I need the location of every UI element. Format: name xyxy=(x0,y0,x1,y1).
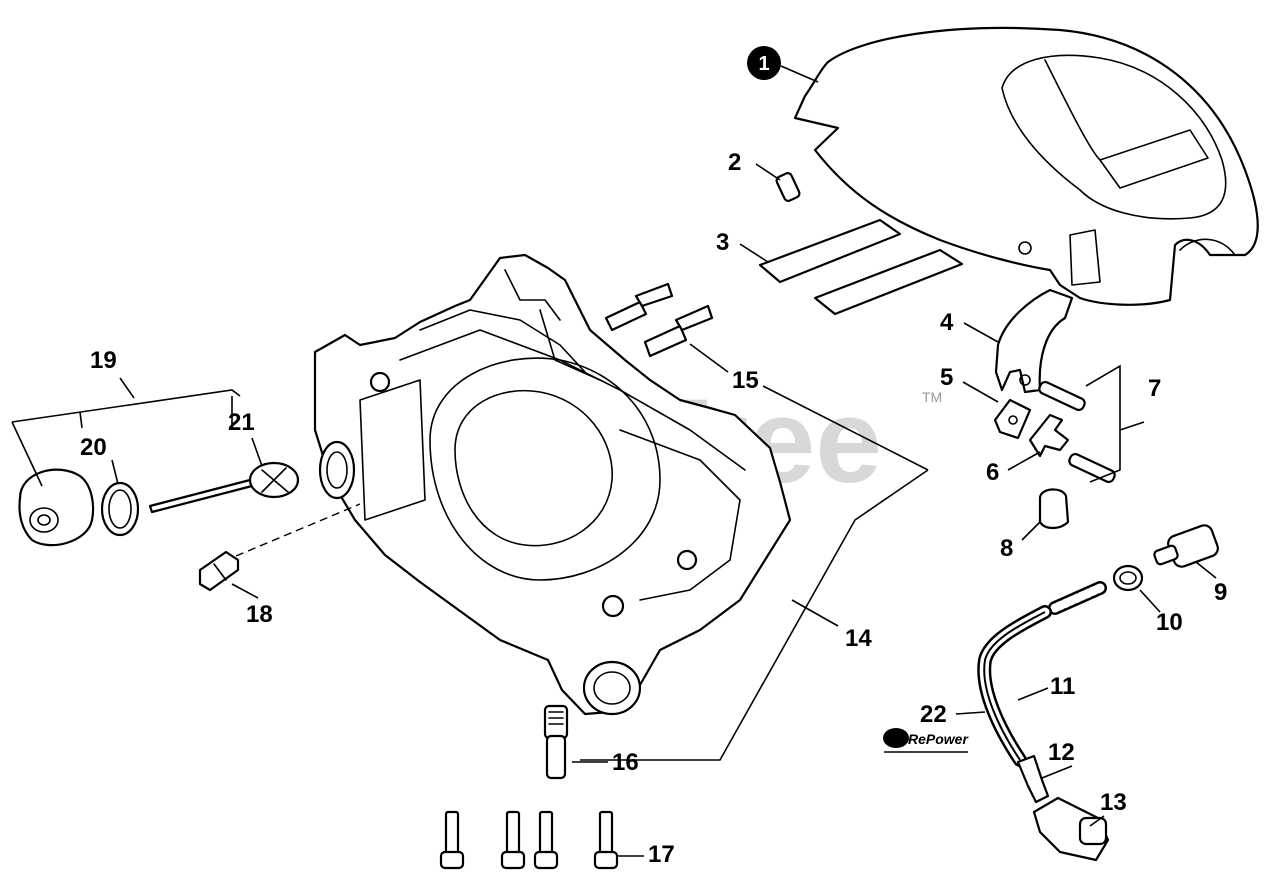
callout-20-label: 20 xyxy=(80,434,107,461)
part-latch xyxy=(994,288,1074,394)
callout-11-label: 11 xyxy=(1050,673,1075,700)
part-oil-pump-shaft xyxy=(543,704,569,780)
callout-18-label: 18 xyxy=(246,601,273,628)
part-spring xyxy=(1028,413,1070,458)
callout-10-label: 10 xyxy=(1156,609,1183,636)
part-grommet xyxy=(1112,564,1144,592)
part-decals xyxy=(758,218,964,316)
part-top-cover xyxy=(793,26,1259,306)
part-pin xyxy=(775,172,801,202)
part-crankcase xyxy=(313,253,792,716)
part-fitting xyxy=(1016,754,1050,804)
repower-badge: RePower xyxy=(883,728,969,753)
callout-1-label: 1 xyxy=(758,53,769,75)
part-oil-cap xyxy=(18,468,95,547)
part-clip xyxy=(993,398,1032,440)
part-plug xyxy=(198,550,240,592)
part-fuel-pickup xyxy=(1032,796,1110,862)
callout-3-label: 3 xyxy=(716,229,729,256)
callout-9-label: 9 xyxy=(1214,579,1227,606)
watermark-trademark: TM xyxy=(922,389,942,405)
part-studs xyxy=(604,282,714,358)
part-fuel-line xyxy=(977,581,1107,767)
callout-2-label: 2 xyxy=(728,149,741,176)
part-oil-stick xyxy=(148,461,300,514)
repower-label: RePower xyxy=(908,731,969,747)
callout-7-label: 7 xyxy=(1148,375,1161,402)
callout-15-label: 15 xyxy=(732,367,759,394)
callout-14-label: 14 xyxy=(845,625,872,652)
callout-13-label: 13 xyxy=(1100,789,1127,816)
callout-4-label: 4 xyxy=(940,309,954,336)
part-screws xyxy=(439,810,619,870)
callout-22-label: 22 xyxy=(920,701,947,728)
part-cap xyxy=(1038,488,1070,530)
part-o-ring xyxy=(100,481,140,537)
part-pins xyxy=(1038,380,1116,484)
callout-5-label: 5 xyxy=(940,364,953,391)
callout-17-label: 17 xyxy=(648,841,675,868)
callout-8-label: 8 xyxy=(1000,535,1013,562)
callout-16-label: 16 xyxy=(612,749,639,776)
callout-19-label: 19 xyxy=(90,347,117,374)
callout-12-label: 12 xyxy=(1048,739,1075,766)
callout-6-label: 6 xyxy=(986,459,999,486)
callout-1-badge xyxy=(747,46,781,80)
part-fuel-filter xyxy=(1153,524,1219,568)
